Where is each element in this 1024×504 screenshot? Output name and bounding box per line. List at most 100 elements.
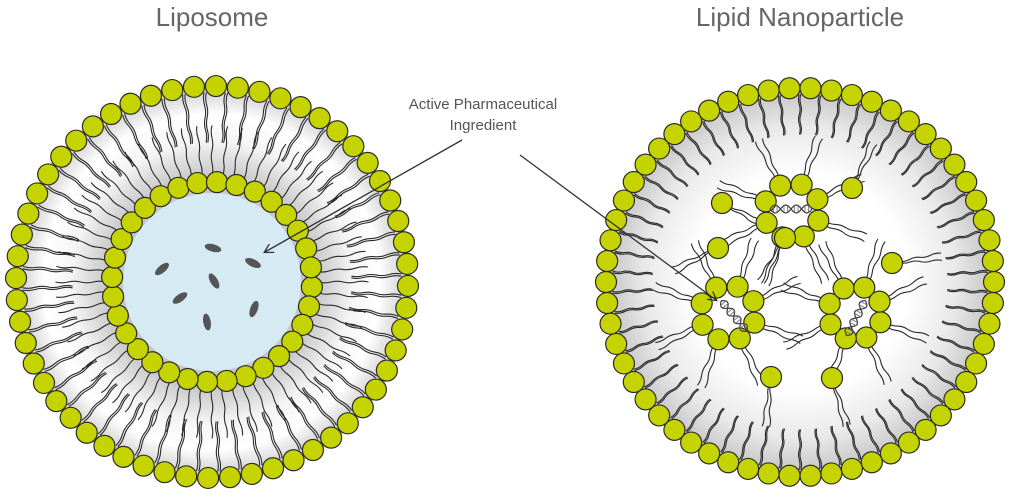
lipid-tail: [286, 356, 324, 393]
lipid-tail: [936, 336, 975, 353]
lipid-head-icon: [392, 231, 416, 254]
lipid-head-icon: [596, 249, 619, 273]
lipid-tail: [242, 383, 258, 432]
lipid-tail: [30, 226, 79, 242]
lipid-head-icon: [112, 445, 135, 468]
liposome: [4, 74, 420, 490]
lipid-tail: [46, 187, 92, 214]
lipid-tail: [270, 151, 300, 195]
lipid-tail: [921, 364, 956, 389]
lipid-head-icon: [356, 151, 379, 174]
lipid-tail: [686, 131, 712, 165]
lipid-tail: [655, 325, 697, 344]
lipid-tail: [783, 324, 825, 343]
lipid-tail: [783, 282, 825, 301]
lipid-tail: [252, 100, 268, 149]
lipid-tail: [901, 388, 931, 418]
lipid-tail: [210, 388, 214, 439]
lipid-tail: [278, 364, 312, 404]
lipid-tail: [643, 176, 679, 201]
lipid-tail: [97, 393, 129, 435]
lipid-tail: [721, 111, 740, 148]
lipid-head-icon: [717, 90, 740, 113]
lipid-tail: [696, 344, 716, 386]
lipid-tail: [124, 113, 149, 159]
lipid-head-icon: [226, 76, 249, 99]
lipid-tail: [303, 387, 337, 426]
lipid-tail: [339, 336, 387, 358]
lipid-tail: [804, 138, 824, 180]
lipid-head-icon: [806, 188, 829, 211]
lipid-tail: [942, 320, 982, 332]
lipid-tail: [814, 428, 821, 469]
lipid-tail: [344, 323, 394, 340]
lipid-head-icon: [820, 462, 843, 485]
lipid-tail: [719, 223, 761, 242]
lipid-tail: [38, 204, 85, 226]
api-annotation-line-2: Ingredient: [449, 117, 517, 134]
lipid-tail: [778, 95, 785, 136]
lipid-tail: [22, 285, 73, 289]
lipid-head-icon: [176, 367, 199, 391]
lipid-head-icon: [186, 171, 209, 195]
lipid-tail: [44, 347, 90, 372]
lipid-head-icon: [978, 312, 1001, 335]
lipid-head-icon: [914, 123, 937, 146]
lipid-head-icon: [879, 99, 902, 122]
lipid-tail: [215, 421, 219, 472]
lipid-tail: [846, 103, 860, 143]
lipid-head-icon: [736, 83, 760, 107]
lipid-tail: [73, 151, 111, 187]
lipid-tail: [625, 211, 664, 228]
lipid-tail: [818, 244, 841, 284]
lipid-head-icon: [295, 237, 318, 260]
lipid-tail: [669, 146, 699, 176]
lipid-tail: [866, 343, 885, 385]
lipid-tail: [252, 380, 273, 427]
lipid-head-icon: [710, 191, 734, 215]
lipid-tail: [719, 179, 761, 199]
lipid-tail: [55, 360, 98, 391]
drug-molecule-icon: [208, 273, 220, 289]
lipid-head-icon: [755, 211, 778, 234]
lipid-head-icon: [75, 421, 98, 444]
lipid-head-icon: [754, 190, 777, 213]
lipid-head-icon: [161, 78, 184, 102]
lipid-tail: [58, 169, 100, 201]
lipid-head-icon: [972, 332, 995, 356]
lipid-head-icon: [281, 330, 304, 353]
lipid-tail: [181, 386, 192, 436]
lipid-tail: [351, 291, 402, 296]
lipid-tail: [922, 176, 956, 201]
lipid-tail: [81, 340, 124, 370]
lipid-tail: [112, 160, 146, 200]
lipid-tail: [930, 350, 967, 370]
lipid-tail: [738, 421, 753, 460]
lipid-tail: [670, 388, 699, 419]
lipid-head-icon: [853, 276, 876, 299]
lipid-tail: [799, 94, 803, 135]
lipid-tail: [277, 404, 302, 450]
lipid-tail: [232, 419, 242, 470]
lipid-head-icon: [299, 256, 323, 279]
lipid-head-icon: [622, 170, 645, 194]
lipid-tail: [30, 224, 80, 241]
lipid-tail: [124, 151, 154, 194]
lipid-head-icon: [599, 312, 622, 335]
lipid-tail: [122, 114, 147, 160]
lipid-tail: [313, 312, 362, 329]
lipid-tail: [686, 399, 712, 433]
lipid-tail: [758, 425, 769, 466]
lipid-head-icon: [663, 418, 686, 441]
lipid-tail: [324, 363, 366, 395]
lipid-head-icon: [93, 434, 116, 457]
lipid-head-icon: [742, 290, 765, 313]
lipid-head-icon: [972, 208, 995, 232]
lipid-head-icon: [698, 442, 721, 465]
lipid-tail: [67, 322, 114, 343]
lipid-head-icon: [943, 388, 966, 411]
lipid-head-icon: [596, 291, 619, 315]
lipid-head-icon: [594, 270, 618, 294]
lipid-tail: [786, 327, 826, 350]
